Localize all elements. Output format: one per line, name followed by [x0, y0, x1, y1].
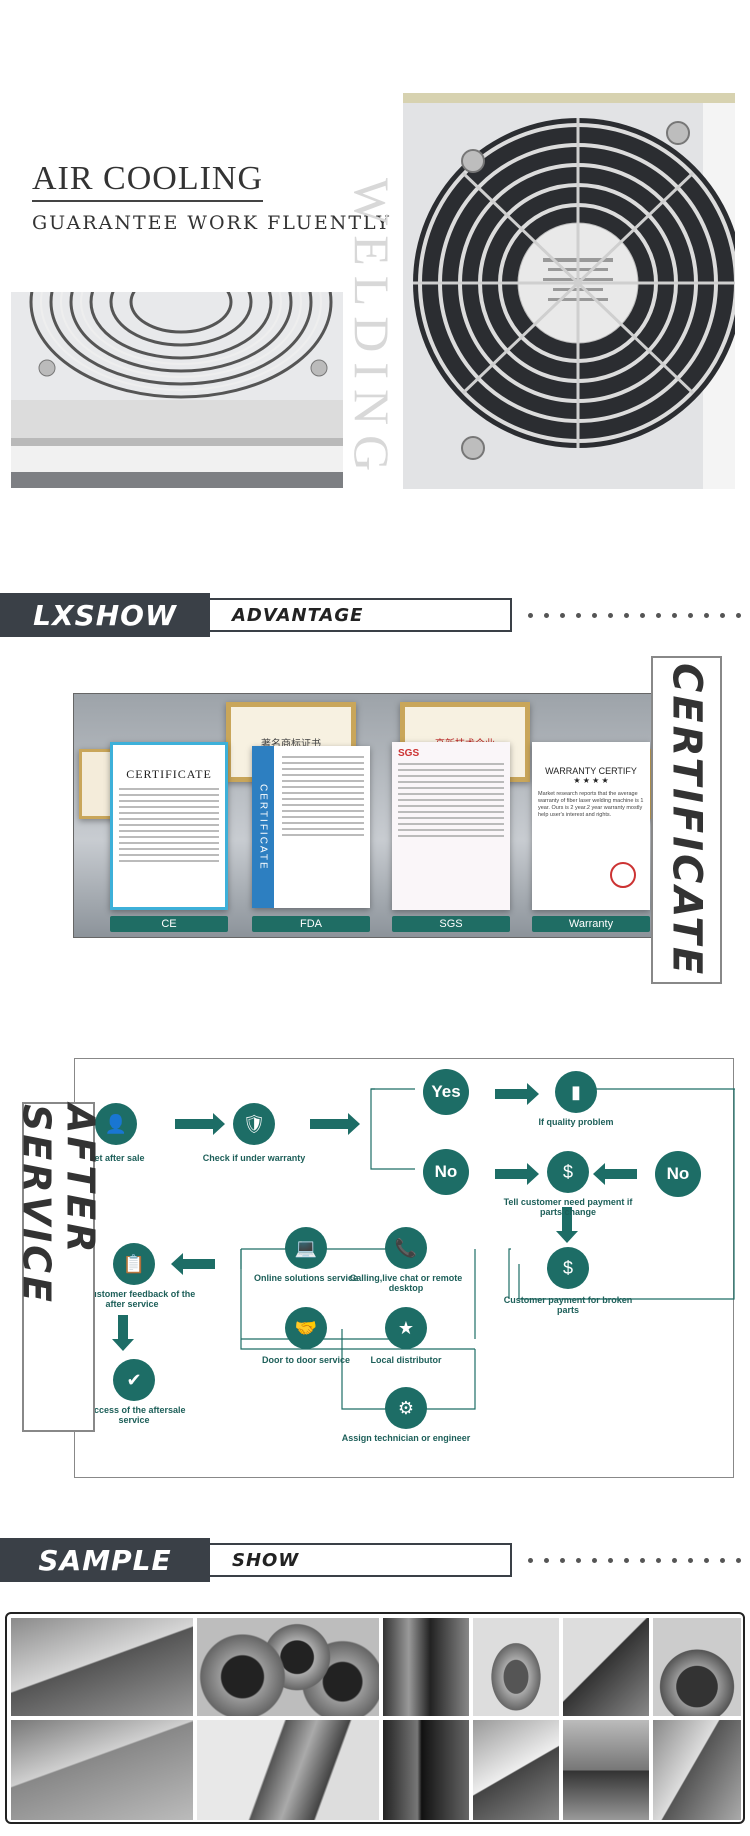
get-feedback-label: Get customer feedback of the after servi… [68, 1289, 196, 1310]
certificate-display-panel: 著名商标证书 高新技术企业 CERTIFICATE CERTIFICATE SG… [73, 693, 653, 938]
sample-photo-4 [473, 1618, 559, 1716]
air-cooling-title: AIR COOLING [32, 160, 264, 202]
sample-photo-9 [383, 1720, 469, 1820]
calling-icon: 📞 [385, 1227, 427, 1269]
success-label: Success of the aftersale service [82, 1405, 186, 1426]
door-to-door-label: Door to door service [261, 1355, 351, 1365]
air-cooling-subtitle: GUARANTEE WORK FLUENTLY [32, 212, 391, 234]
decorative-dots-2 [528, 1558, 750, 1563]
show-label: SHOW [210, 1543, 512, 1577]
calling-label: Calling,live chat or remote desktop [349, 1273, 463, 1294]
online-solutions-icon: 💻 [285, 1227, 327, 1269]
get-feedback-icon: 📋 [113, 1243, 155, 1285]
local-distributor-icon: ★ [385, 1307, 427, 1349]
customer-payment-icon: $ [547, 1247, 589, 1289]
sample-photo-8 [197, 1720, 379, 1820]
sample-photo-10 [473, 1720, 559, 1820]
ce-certificate-doc: CERTIFICATE [110, 742, 228, 910]
cert-label-fda: FDA [252, 916, 370, 932]
get-after-sale-icon: 👤 [95, 1103, 137, 1145]
sample-photo-6 [653, 1618, 741, 1716]
cert-label-warranty: Warranty [532, 916, 650, 932]
certificate-vertical-title: CERTIFICATE [651, 656, 722, 984]
decorative-dots [528, 613, 750, 618]
online-solutions-label: Online solutions service [253, 1273, 359, 1283]
no-node-2: No [655, 1151, 701, 1197]
sample-photo-3 [383, 1618, 469, 1716]
sample-photo-grid [5, 1612, 745, 1824]
sample-banner: SAMPLE [0, 1538, 210, 1582]
yes-node: Yes [423, 1069, 469, 1115]
sample-photo-1 [11, 1618, 193, 1716]
tell-customer-label: Tell customer need payment if parts chan… [503, 1197, 633, 1218]
sample-photo-12 [653, 1720, 741, 1820]
sample-photo-11 [563, 1720, 649, 1820]
after-service-flow-panel: 👤 Get after sale 🛡 Check if under warran… [69, 1058, 735, 1478]
quality-problem-label: If quality problem [538, 1117, 614, 1127]
quality-problem-icon: ▮ [555, 1071, 597, 1113]
door-to-door-icon: 🤝 [285, 1307, 327, 1349]
customer-payment-label: Customer payment for broken parts [503, 1295, 633, 1316]
check-warranty-icon: 🛡 [233, 1103, 275, 1145]
advantage-label: ADVANTAGE [210, 598, 512, 632]
after-service-vertical-title: AFTER SERVICE [15, 1102, 103, 1432]
get-after-sale-label: Get after sale [87, 1153, 145, 1163]
flow-connectors [112, 1083, 735, 1410]
fan-closeup-large-photo [403, 93, 735, 489]
tell-customer-icon: $ [547, 1151, 589, 1193]
sample-photo-7 [11, 1720, 193, 1820]
warranty-certificate-doc: WARRANTY CERTIFY ★ ★ ★ ★ Market research… [532, 742, 650, 910]
cert-label-sgs: SGS [392, 916, 510, 932]
sample-photo-2 [197, 1618, 379, 1716]
check-warranty-label: Check if under warranty [202, 1153, 306, 1163]
no-node: No [423, 1149, 469, 1195]
sample-photo-5 [563, 1618, 649, 1716]
success-icon: ✔ [113, 1359, 155, 1401]
lxshow-banner: LXSHOW [0, 593, 210, 637]
fda-certificate-doc: CERTIFICATE [252, 746, 370, 908]
local-distributor-label: Local distributor [370, 1355, 442, 1365]
cert-label-ce: CE [110, 916, 228, 932]
assign-technician-icon: ⚙ [385, 1387, 427, 1429]
welding-vertical-text: WELDING [344, 178, 400, 482]
sgs-certificate-doc: SGS [392, 742, 510, 910]
assign-technician-label: Assign technician or engineer [341, 1433, 471, 1443]
fan-closeup-small-photo [11, 292, 343, 488]
